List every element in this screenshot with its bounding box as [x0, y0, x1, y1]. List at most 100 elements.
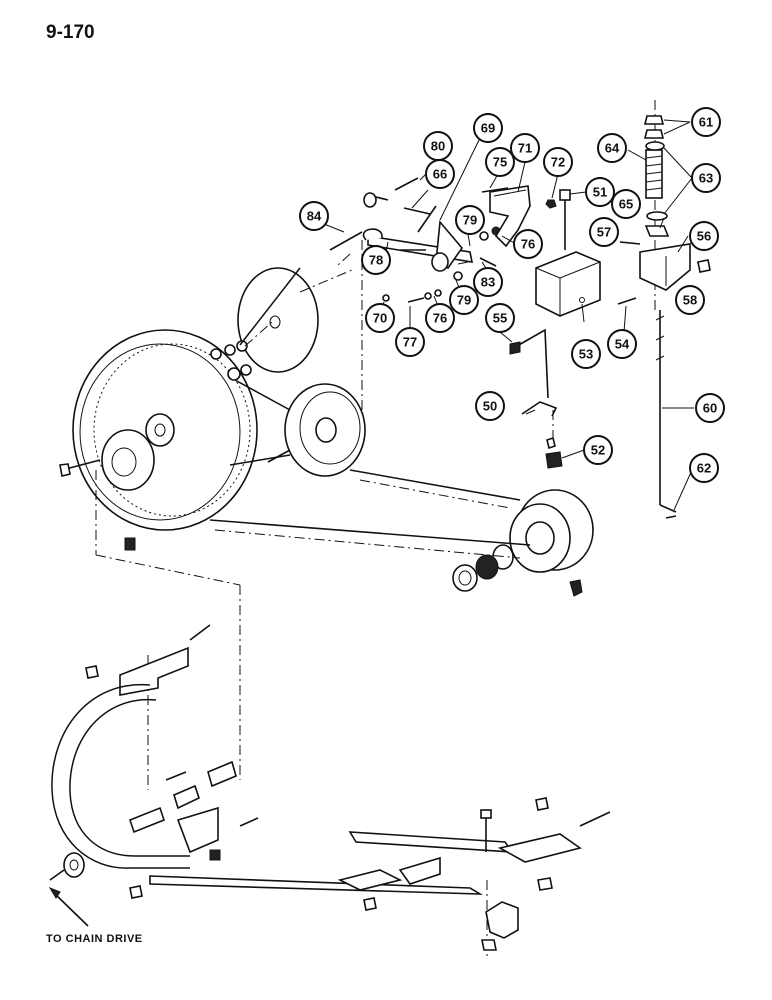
- bracket-56: [639, 243, 691, 291]
- svg-text:69: 69: [481, 121, 495, 136]
- bolt-75: [481, 187, 509, 193]
- svg-text:78: 78: [369, 253, 383, 268]
- callout-65: 65: [611, 189, 641, 219]
- svg-text:61: 61: [699, 115, 713, 130]
- rollers: [129, 760, 237, 834]
- svg-text:50: 50: [483, 399, 497, 414]
- callout-77: 77: [395, 327, 425, 357]
- idler-arm-assembly: [329, 177, 474, 272]
- nut-lower-mid: [363, 897, 377, 911]
- callout-76b: 76: [425, 303, 455, 333]
- grease-fitting: [569, 579, 583, 597]
- svg-text:66: 66: [433, 167, 447, 182]
- callout-60: 60: [695, 393, 725, 423]
- washer-63b: [646, 211, 668, 221]
- upper-mount-bracket: [85, 624, 211, 696]
- callout-57: 57: [589, 217, 619, 247]
- spring-64: [645, 149, 663, 199]
- to-chain-drive-label: TO CHAIN DRIVE: [46, 933, 143, 945]
- callout-61: 61: [691, 107, 721, 137]
- callout-63: 63: [691, 163, 721, 193]
- callout-54: 54: [607, 329, 637, 359]
- idler-pulley: [284, 383, 366, 477]
- bolt-57: [619, 241, 641, 245]
- tension-rod-60: [655, 310, 677, 513]
- plate-65: [644, 225, 670, 237]
- svg-text:52: 52: [591, 443, 605, 458]
- callout-80: 80: [423, 131, 453, 161]
- svg-text:80: 80: [431, 139, 445, 154]
- svg-text:62: 62: [697, 461, 711, 476]
- chain-drive-washer: [49, 852, 85, 881]
- callout-58: 58: [675, 285, 705, 315]
- nut-52: [545, 451, 563, 469]
- page-number: 9-170: [46, 22, 95, 43]
- long-linkage-bar: [149, 856, 484, 895]
- nut-lower-right: [535, 797, 549, 811]
- large-drive-pulley: [72, 329, 258, 531]
- callout-56: 56: [689, 221, 719, 251]
- callout-71: 71: [510, 133, 540, 163]
- callout-79a: 79: [455, 205, 485, 235]
- hub-washers: [210, 340, 252, 381]
- callout-53: 53: [571, 339, 601, 369]
- svg-text:77: 77: [403, 335, 417, 350]
- lower-small-bracket: [481, 880, 519, 960]
- svg-text:64: 64: [605, 141, 620, 156]
- svg-text:75: 75: [493, 155, 507, 170]
- svg-text:71: 71: [518, 141, 532, 156]
- clutch-drum: [509, 489, 594, 573]
- set-screw: [124, 537, 136, 551]
- nut-58: [697, 259, 711, 273]
- svg-text:56: 56: [697, 229, 711, 244]
- mount-bracket-71: [489, 185, 531, 248]
- callout-70: 70: [365, 303, 395, 333]
- disc-plate: [237, 267, 319, 373]
- svg-text:51: 51: [593, 185, 607, 200]
- lower-frame-bracket: [176, 806, 259, 861]
- callout-79b: 79: [449, 285, 479, 315]
- svg-text:63: 63: [699, 171, 713, 186]
- bolt-54: [617, 297, 637, 305]
- svg-text:53: 53: [579, 347, 593, 362]
- pin-62: [665, 515, 677, 519]
- svg-text:76: 76: [433, 311, 447, 326]
- shift-bar: [348, 809, 611, 863]
- callout-50: 50: [475, 391, 505, 421]
- svg-text:57: 57: [597, 225, 611, 240]
- callout-83: 83: [473, 267, 503, 297]
- svg-text:79: 79: [457, 293, 471, 308]
- bolt-51: [559, 189, 571, 250]
- nut-lower-right-b: [537, 877, 553, 891]
- pulley-bolt: [59, 459, 101, 477]
- nut-55: [509, 341, 521, 355]
- callout-72: 72: [543, 147, 573, 177]
- callout-78: 78: [361, 245, 391, 275]
- drive-belts: [209, 267, 531, 559]
- nut-61b: [643, 129, 665, 139]
- svg-text:54: 54: [615, 337, 630, 352]
- callout-84: 84: [299, 201, 329, 231]
- bearing-spacer-parts: [452, 544, 514, 592]
- svg-text:65: 65: [619, 197, 633, 212]
- callout-55: 55: [485, 303, 515, 333]
- svg-text:60: 60: [703, 401, 717, 416]
- callout-69: 69: [473, 113, 503, 143]
- nut-72: [545, 199, 557, 209]
- svg-text:79: 79: [463, 213, 477, 228]
- washer-52a: [546, 436, 556, 450]
- callout-75: 75: [485, 147, 515, 177]
- callout-66: 66: [425, 159, 455, 189]
- callout-62: 62: [689, 453, 719, 483]
- callout-51: 51: [585, 177, 615, 207]
- small-arm-hardware: [382, 226, 501, 303]
- svg-text:76: 76: [521, 237, 535, 252]
- nut-61a: [643, 115, 665, 125]
- svg-text:58: 58: [683, 293, 697, 308]
- bracket-box-53: [535, 251, 601, 317]
- curved-band: [51, 684, 190, 869]
- callout-64: 64: [597, 133, 627, 163]
- washer-63a: [645, 141, 665, 151]
- chain-drive-arrow: [48, 886, 89, 927]
